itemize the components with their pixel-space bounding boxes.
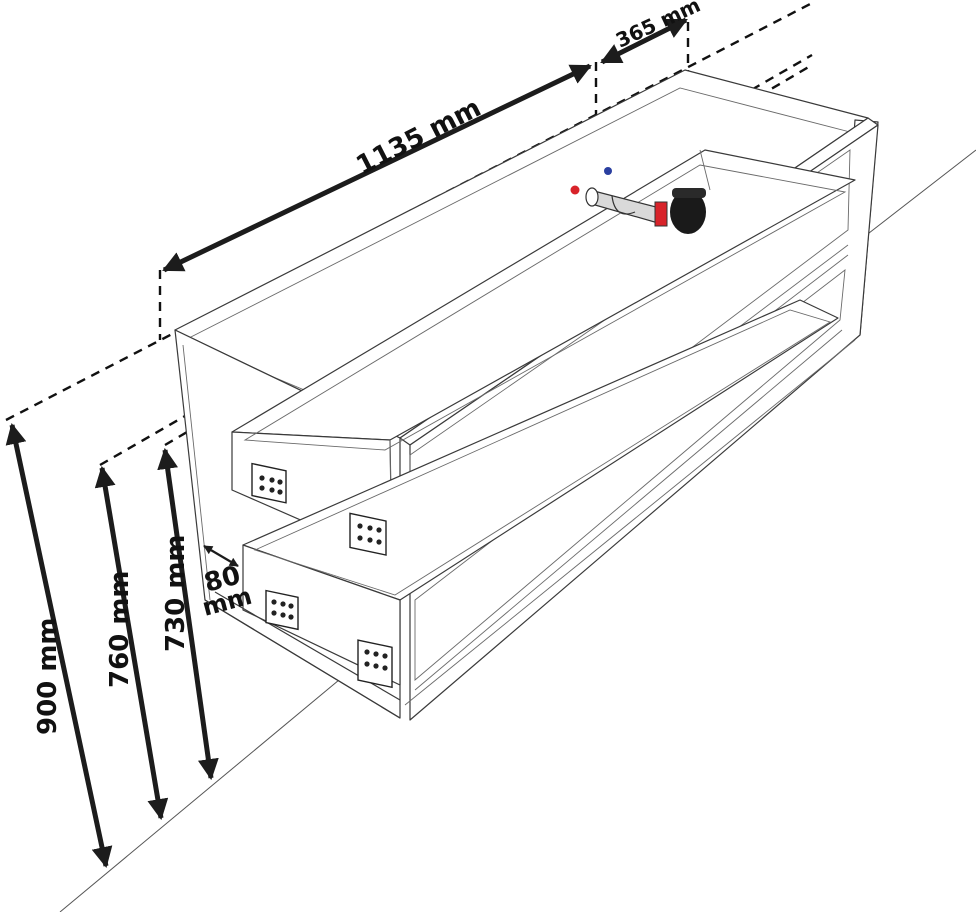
label-365: 365 mm <box>612 0 704 53</box>
bracket-upper-left <box>251 462 287 504</box>
label-760: 760 mm <box>105 570 135 688</box>
bracket-upper-right <box>349 512 387 556</box>
dim-arrow-760 <box>94 465 169 821</box>
dimension-arrows <box>5 17 688 869</box>
floor-line <box>59 674 346 912</box>
bracket-lower-right <box>357 639 393 689</box>
drawer-brackets <box>251 462 393 689</box>
dim-arrow-900 <box>5 422 113 869</box>
label-730: 730 mm <box>161 534 191 652</box>
wall-floor-line <box>859 149 976 241</box>
dim-arrow-80 <box>203 545 239 567</box>
dim-arrow-1135 <box>162 63 592 273</box>
dim-arrow-365 <box>600 17 688 65</box>
label-1135: 1135 mm <box>352 93 486 181</box>
dim-arrow-730 <box>157 447 219 781</box>
bracket-lower-left <box>265 589 299 631</box>
label-900: 900 mm <box>33 617 63 735</box>
